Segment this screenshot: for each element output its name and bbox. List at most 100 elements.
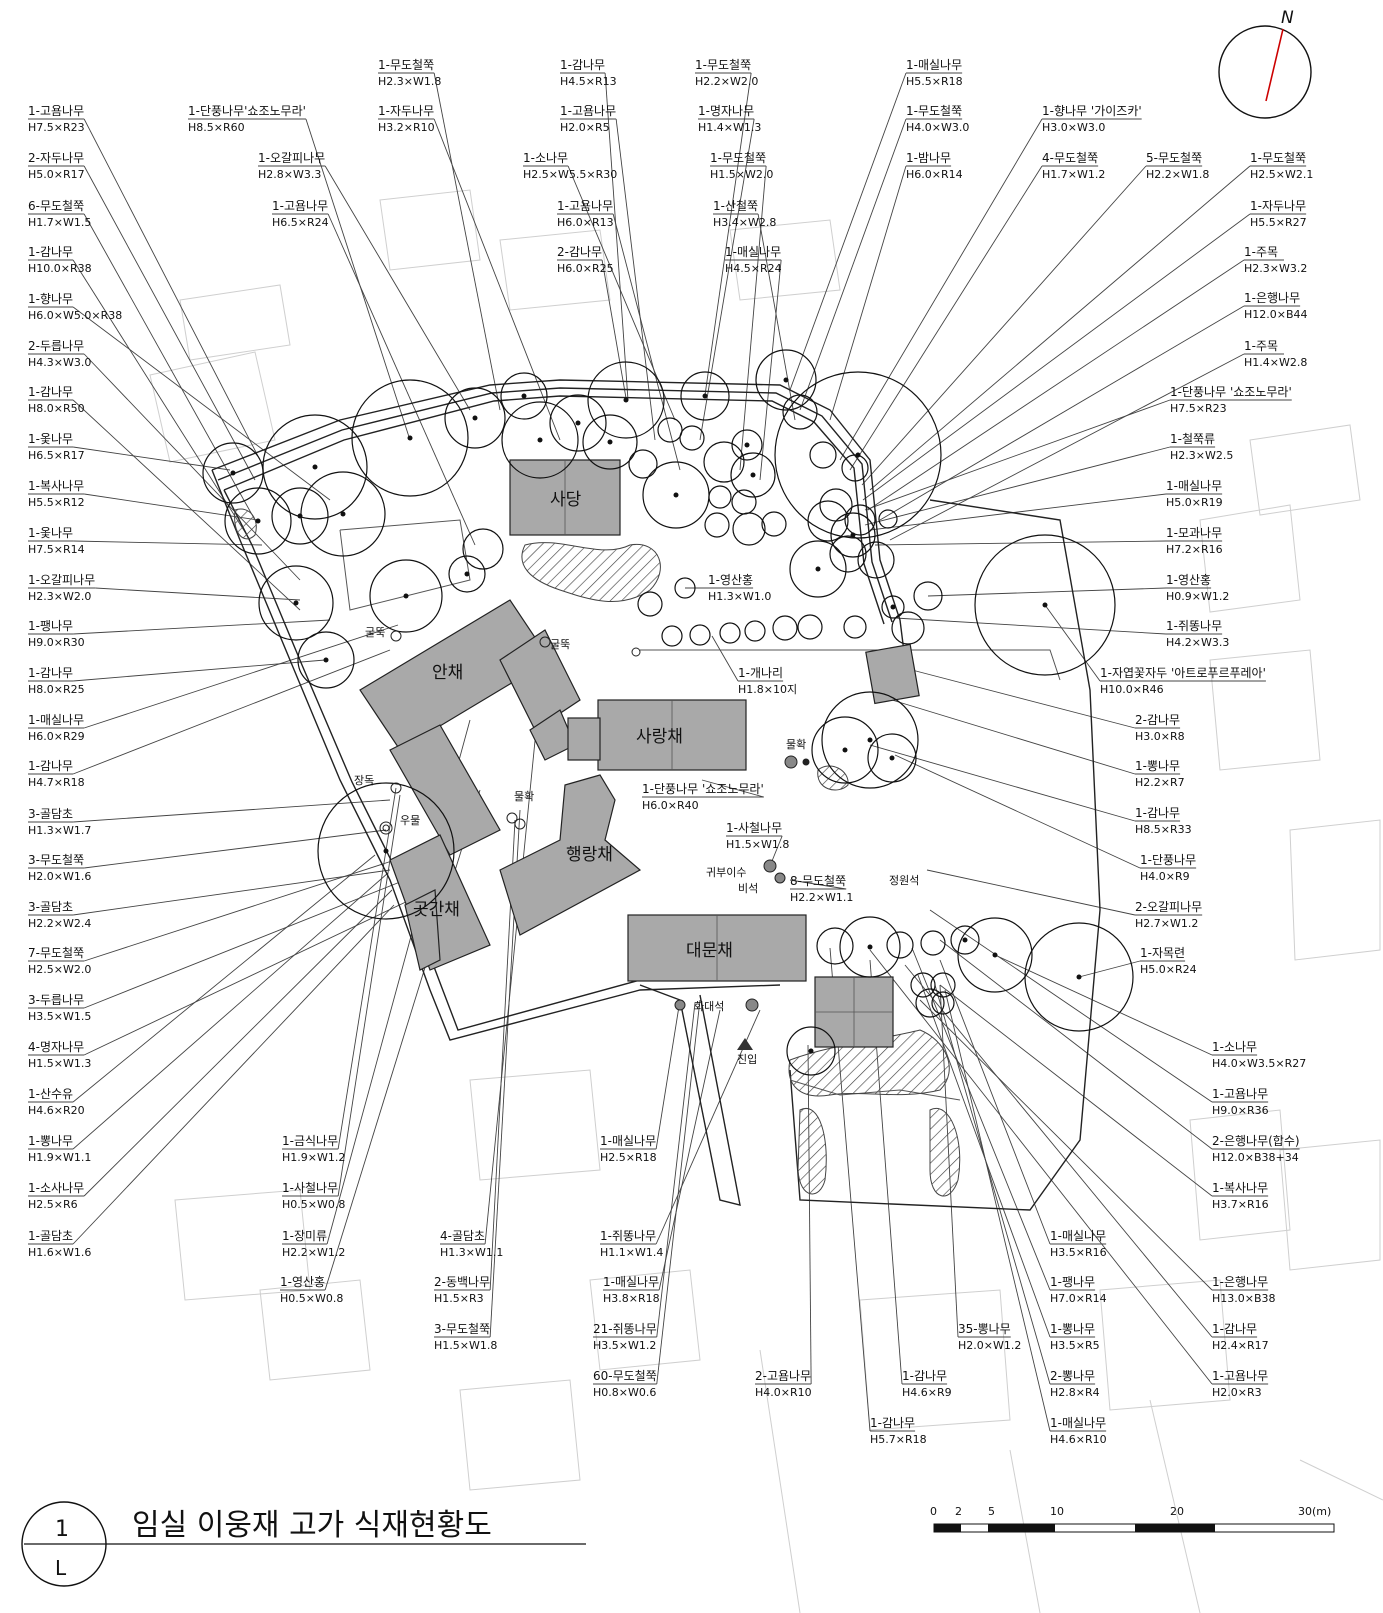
leader-line [879, 305, 1245, 521]
svg-text:10: 10 [1050, 1505, 1064, 1518]
tree-canopy [881, 595, 905, 619]
plant-label-code: 4-골담초 [440, 1229, 485, 1243]
leader-line [701, 779, 764, 798]
tree-trunk-dot [867, 737, 873, 743]
plant-label-spec: H5.5×R27 [1250, 216, 1307, 229]
plant-label-code: 1-영산홍 [280, 1275, 325, 1289]
plant-label-spec: H5.5×R12 [28, 496, 85, 509]
plant-label-code: 1-매실나무 [1166, 479, 1222, 493]
plant-label: 1-영산홍 H0.5×W0.8 [280, 1275, 343, 1305]
leader-line [604, 72, 629, 401]
plant-label-code: 1-자목련 [1140, 946, 1185, 960]
label-sarangchae: 사랑채 [636, 727, 683, 747]
building-haengrangchae [499, 774, 642, 936]
plant-label: 1-감나무 H5.7×R18 [870, 1416, 927, 1446]
plant-label-code: 2-두릅나무 [28, 339, 84, 353]
leader-line [72, 904, 395, 1245]
plant-label-spec: H2.0×W1.6 [28, 870, 91, 883]
leader-line [337, 794, 401, 1197]
plant-label-code: 1-팽나무 [28, 619, 73, 633]
tree-canopy [501, 401, 579, 479]
tree-canopy [843, 615, 867, 639]
svg-text:30(m): 30(m) [1298, 1505, 1331, 1518]
label-mulhak-2: 물확 [514, 790, 534, 803]
tree-canopy [719, 622, 741, 644]
plant-label-spec: H4.3×W3.0 [28, 356, 91, 369]
tree-canopy [789, 540, 847, 598]
plant-label-code: 1-소사나무 [28, 1181, 84, 1195]
plant-label-spec: H1.3×W1.0 [708, 590, 771, 603]
plant-label-code: 1-산철쭉 [713, 199, 758, 213]
leader-line [929, 909, 1213, 1103]
tree-trunk-dot [750, 472, 756, 478]
plant-label-code: 1-은행나무 [1212, 1274, 1268, 1289]
tree-canopy [761, 511, 787, 537]
plant-label-code: 1-단풍나무 '쇼조노무라' [642, 782, 764, 796]
plant-label-code: 1-개나리 [738, 666, 783, 680]
plant-label-spec: H5.7×R18 [870, 1433, 927, 1446]
leader-line [699, 118, 755, 441]
plant-label-code: 1-자두나무 [1250, 199, 1306, 213]
plant-label-spec: H1.7×W1.5 [28, 216, 91, 229]
leader-line [658, 1009, 721, 1291]
leader-line [83, 213, 256, 521]
tree-trunk-dot [403, 593, 409, 599]
plant-label-spec: H2.0×W1.2 [958, 1339, 1021, 1352]
plant-label-spec: H2.3×W2.0 [28, 590, 91, 603]
building-gotganchae [389, 834, 491, 971]
plant-label-spec: H0.5×W0.8 [280, 1292, 343, 1305]
label-haengrangchae: 행랑채 [566, 845, 613, 865]
leader-line [869, 949, 1213, 1385]
plant-label-spec: H2.7×W1.2 [1135, 917, 1198, 930]
leader-line [72, 854, 376, 1103]
plant-label-code: 1-감나무 [870, 1416, 915, 1430]
plant-label-code: 1-감나무 [1212, 1322, 1257, 1336]
plant-label-code: 1-무도철쭉 [1250, 151, 1306, 165]
tree-canopy [867, 733, 917, 783]
plant-label-code: 1-모과나무 [1166, 526, 1222, 540]
tree-trunk-dot [1042, 602, 1048, 608]
plant-label: 1-자엽꽃자두 '아트로푸르푸레아'H10.0×R46 [1100, 666, 1266, 696]
plant-label-code: 1-골담초 [28, 1229, 73, 1243]
leader-line [433, 118, 561, 441]
svg-text:2: 2 [955, 1505, 962, 1518]
tree-canopy [957, 917, 1033, 993]
plant-label-spec: H13.0×B38 [1212, 1292, 1276, 1305]
svg-text:20: 20 [1170, 1505, 1184, 1518]
label-sadang: 사당 [550, 490, 582, 510]
plant-label-code: 4-무도철쭉 [1042, 151, 1098, 165]
plant-label-code: 2-고욤나무 [755, 1369, 811, 1383]
plant-label-code: 3-두릅나무 [28, 993, 84, 1007]
tree-canopy [582, 414, 638, 470]
plant-label-spec: H3.7×R16 [1212, 1198, 1269, 1211]
tree-canopy [809, 441, 837, 469]
leader-line [926, 869, 1136, 916]
tree-canopy [703, 441, 745, 483]
plant-label-spec: H6.5×R17 [28, 449, 85, 462]
tree-trunk-dot [323, 657, 329, 663]
plant-label-code: 1-옻나무 [28, 432, 73, 446]
north-arrow: N [1218, 8, 1312, 119]
plant-label-code: 1-뽕나무 [1050, 1322, 1095, 1336]
tree-canopy [821, 691, 919, 789]
plant-label: 1-단풍나무 '쇼조노무라' H6.0×R40 [642, 782, 764, 812]
plant-label-spec: H6.0×R40 [642, 799, 699, 812]
tree-canopy [774, 371, 942, 539]
